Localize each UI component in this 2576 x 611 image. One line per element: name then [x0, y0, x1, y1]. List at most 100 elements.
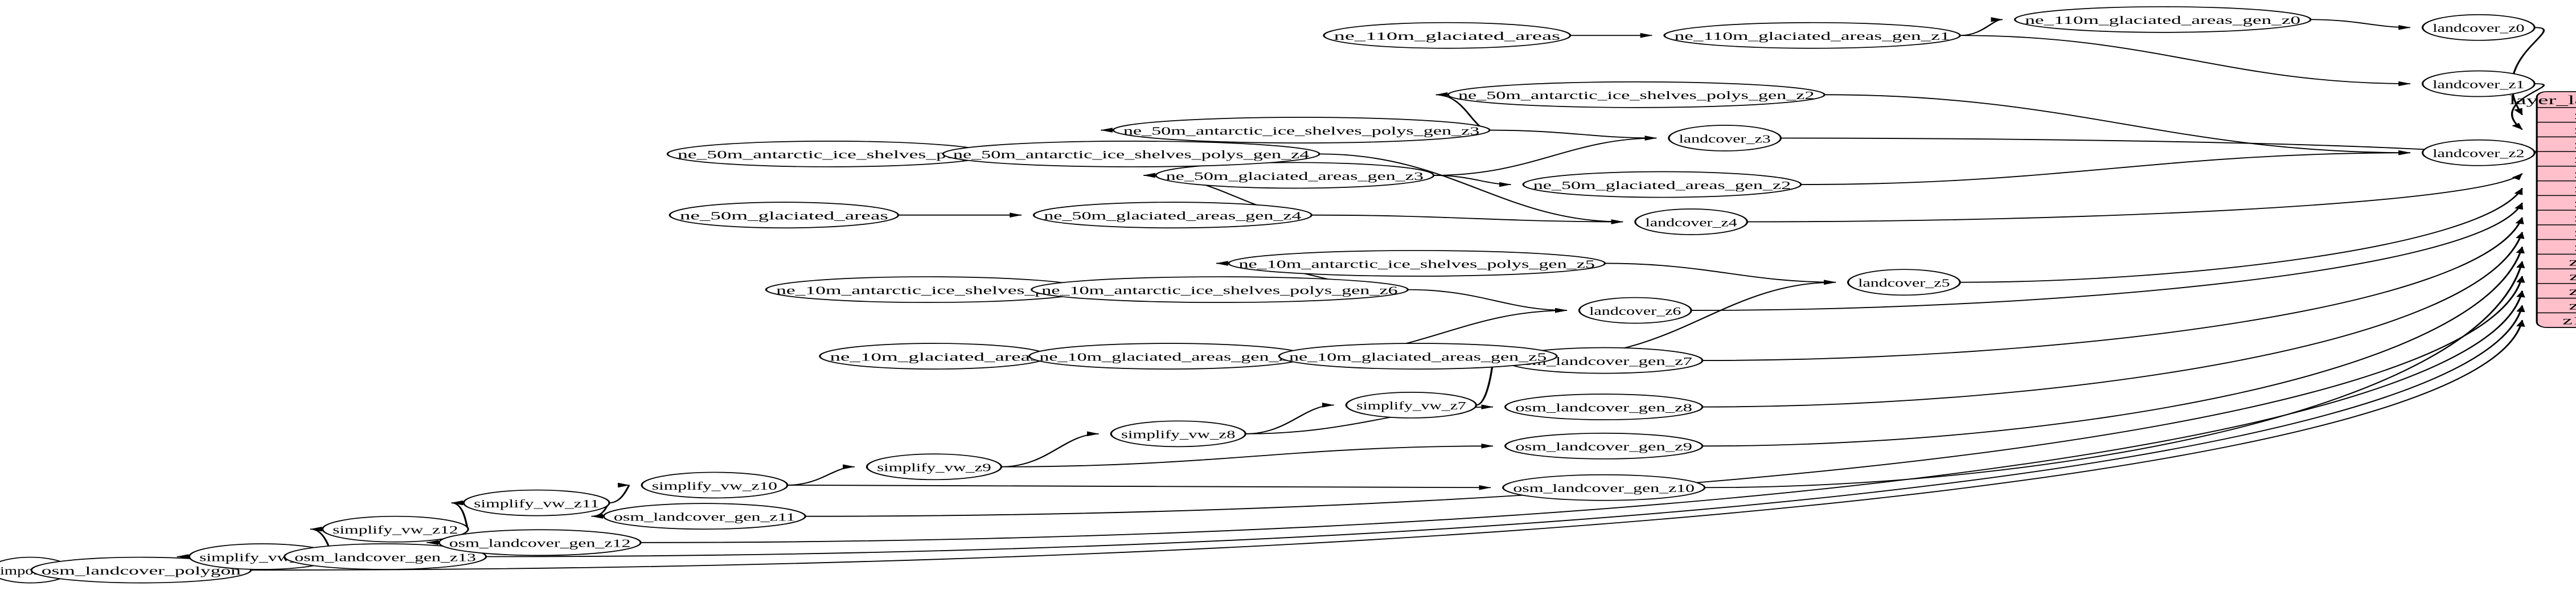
- graph-node-landcover_z6[interactable]: landcover_z6: [1578, 297, 1692, 324]
- graph-node-landcover_z1[interactable]: landcover_z1: [2421, 70, 2536, 97]
- graph-node-landcover_z2[interactable]: landcover_z2: [2421, 139, 2536, 166]
- node-shape: [1030, 276, 1409, 303]
- graph-node-osm_landcover_gen_z8[interactable]: osm_landcover_gen_z8: [1504, 393, 1704, 421]
- graph-node-simplify_vw_z12[interactable]: simplify_vw_z12: [321, 515, 469, 543]
- node-shape: [1228, 250, 1606, 277]
- graph-node-landcover_z3[interactable]: landcover_z3: [1668, 125, 1782, 151]
- legend-row-z4[interactable]: z4: [2574, 167, 2576, 181]
- graph-node-osm_landcover_gen_z9[interactable]: osm_landcover_gen_z9: [1504, 432, 1704, 460]
- graph-edge-ne_50m_antarctic_ice_shelves_polys_gen_z2--to--landcover_z2: [1824, 94, 2411, 155]
- graph-node-ne_50m_glaciated_areas[interactable]: ne_50m_glaciated_areas: [668, 202, 900, 229]
- node-label: ne_50m_antarctic_ice_shelves_polys_gen_z…: [953, 148, 1309, 161]
- graph-edge-ne_50m_glaciated_areas_gen_z4--to--landcover_z4: [1311, 214, 1624, 224]
- node-shape: [1663, 22, 1961, 49]
- graph-edge-ne_10m_antarctic_ice_shelves_polys_gen_z5--to--landcover_z5: [1605, 263, 1836, 285]
- legend-row-z7[interactable]: z7: [2574, 211, 2576, 224]
- node-shape: [668, 202, 900, 229]
- legend-row-z13[interactable]: z13: [2569, 299, 2576, 313]
- graph-node-ne_10m_antarctic_ice_shelves_polys_gen_z5[interactable]: ne_10m_antarctic_ice_shelves_polys_gen_z…: [1228, 250, 1606, 277]
- legend-row-z2[interactable]: z2: [2574, 137, 2576, 151]
- node-label: landcover_z1: [2433, 78, 2524, 91]
- graph-node-simplify_vw_z9[interactable]: simplify_vw_z9: [865, 453, 1003, 481]
- legend-row-z3[interactable]: z3: [2574, 152, 2576, 166]
- legend-row-z10[interactable]: z10: [2569, 255, 2576, 268]
- legend-row-z9[interactable]: z9: [2574, 240, 2576, 254]
- graph-node-ne_10m_antarctic_ice_shelves_polys[interactable]: ne_10m_antarctic_ice_shelves_polys: [765, 276, 1090, 303]
- legend-title: layer_landcover: [2509, 93, 2576, 107]
- graph-node-landcover_z4[interactable]: landcover_z4: [1634, 208, 1749, 235]
- graph-node-ne_10m_glaciated_areas_gen_z5[interactable]: ne_10m_glaciated_areas_gen_z5: [1278, 343, 1558, 370]
- node-label: ne_50m_antarctic_ice_shelves_polys_gen_z…: [1458, 89, 1814, 102]
- graph-node-ne_50m_glaciated_areas_gen_z2[interactable]: ne_50m_glaciated_areas_gen_z2: [1522, 171, 1802, 198]
- node-label: simplify_vw_z10: [652, 479, 777, 493]
- node-shape: [321, 515, 469, 543]
- graph-edge-ne_50m_antarctic_ice_shelves_polys_gen_z3--to--landcover_z3: [1490, 129, 1658, 141]
- legend-row-z6[interactable]: z6: [2574, 196, 2576, 210]
- legend-row-z11[interactable]: z11: [2569, 269, 2576, 283]
- legend-row-z14plus[interactable]: z14+: [2562, 313, 2576, 327]
- graph-node-ne_50m_glaciated_areas_gen_z3[interactable]: ne_50m_glaciated_areas_gen_z3: [1155, 162, 1435, 189]
- node-label: simplify_vw_z8: [1121, 428, 1236, 441]
- graph-edge-ne_110m_glaciated_areas_gen_z1--to--ne_110m_glaciated_areas_gen_z0: [1960, 17, 2003, 36]
- graph-edge-simplify_vw_z9--to--osm_landcover_gen_z9: [1001, 444, 1494, 468]
- graph-edge-landcover_z3--to--layer_landcover.z3: [1781, 137, 2523, 159]
- node-label: osm_landcover_gen_z10: [1513, 482, 1695, 495]
- graph-node-simplify_vw_z7[interactable]: simplify_vw_z7: [1345, 392, 1478, 419]
- node-shape: [942, 141, 1320, 167]
- node-shape: [2421, 14, 2536, 41]
- graph-node-osm_landcover_gen_z13[interactable]: osm_landcover_gen_z13: [284, 543, 487, 570]
- graph-node-osm_landcover_polygon[interactable]: osm_landcover_polygon: [30, 556, 252, 584]
- node-label: ne_50m_glaciated_areas_gen_z4: [1044, 209, 1301, 222]
- graph-node-ne_50m_antarctic_ice_shelves_polys_gen_z2[interactable]: ne_50m_antarctic_ice_shelves_polys_gen_z…: [1447, 81, 1826, 108]
- node-label: landcover_z3: [1679, 132, 1770, 145]
- graph-node-landcover_z5[interactable]: landcover_z5: [1847, 269, 1961, 296]
- node-label: landcover_z4: [1645, 216, 1737, 229]
- graph-node-simplify_vw_z10[interactable]: simplify_vw_z10: [641, 471, 789, 499]
- node-shape: [641, 471, 789, 499]
- graph-node-ne_10m_glaciated_areas[interactable]: ne_10m_glaciated_areas: [819, 343, 1049, 370]
- node-label: ne_110m_glaciated_areas_gen_z1: [1675, 30, 1950, 43]
- graph-edge-simplify_vw_z9--to--simplify_vw_z8: [1001, 431, 1100, 468]
- node-shape: [1278, 343, 1558, 370]
- graph-node-osm_landcover_gen_z10[interactable]: osm_landcover_gen_z10: [1502, 474, 1706, 501]
- legend-row-z12[interactable]: z12: [2569, 284, 2576, 298]
- graph-node-ne_50m_antarctic_ice_shelves_polys[interactable]: ne_50m_antarctic_ice_shelves_polys: [666, 141, 991, 167]
- graph-node-ne_50m_antarctic_ice_shelves_polys_gen_z4[interactable]: ne_50m_antarctic_ice_shelves_polys_gen_z…: [942, 141, 1320, 167]
- node-shape: [1110, 420, 1246, 448]
- legend-row-z8[interactable]: z8: [2574, 225, 2576, 239]
- graph-node-landcover_z0[interactable]: landcover_z0: [2421, 14, 2536, 41]
- graph-node-ne_110m_glaciated_areas_gen_z1[interactable]: ne_110m_glaciated_areas_gen_z1: [1663, 22, 1961, 49]
- node-shape: [2421, 70, 2536, 97]
- graph-node-osm_landcover_gen_z12[interactable]: osm_landcover_gen_z12: [438, 529, 642, 556]
- node-shape: [1447, 81, 1826, 108]
- node-label: ne_10m_antarctic_ice_shelves_polys_gen_z…: [1041, 284, 1397, 297]
- graph-node-ne_50m_glaciated_areas_gen_z4[interactable]: ne_50m_glaciated_areas_gen_z4: [1032, 202, 1312, 229]
- graph-edge-ne_110m_glaciated_areas_gen_z0--to--landcover_z0: [2310, 19, 2411, 30]
- legend-row-z0[interactable]: z0: [2574, 108, 2576, 122]
- node-shape: [1323, 22, 1572, 49]
- graph-edge-osm_landcover_polygon--to--layer_landcover.z14+: [251, 319, 2525, 571]
- graph-node-ne_50m_antarctic_ice_shelves_polys_gen_z3[interactable]: ne_50m_antarctic_ice_shelves_polys_gen_z…: [1112, 117, 1491, 143]
- graph-node-ne_110m_glaciated_areas[interactable]: ne_110m_glaciated_areas: [1323, 22, 1572, 49]
- graph-node-ne_110m_glaciated_areas_gen_z0[interactable]: ne_110m_glaciated_areas_gen_z0: [2013, 6, 2312, 33]
- node-shape: [1032, 202, 1312, 229]
- graph-node-osm_landcover_gen_z11[interactable]: osm_landcover_gen_z11: [602, 503, 806, 530]
- node-shape: [2013, 6, 2312, 33]
- legend-row-z5[interactable]: z5: [2574, 182, 2576, 195]
- graph-node-simplify_vw_z8[interactable]: simplify_vw_z8: [1110, 420, 1246, 448]
- graph-node-simplify_vw_z11[interactable]: simplify_vw_z11: [462, 489, 610, 516]
- legend-row-z1[interactable]: z1: [2574, 123, 2576, 137]
- node-shape: [1155, 162, 1435, 189]
- node-label: ne_50m_antarctic_ice_shelves_polys_gen_z…: [1123, 124, 1479, 137]
- graph-node-ne_10m_glaciated_areas_gen_z6[interactable]: ne_10m_glaciated_areas_gen_z6: [1028, 343, 1308, 370]
- node-label: simplify_vw_z11: [474, 497, 599, 510]
- node-shape: [865, 453, 1003, 481]
- node-label: ne_110m_glaciated_areas: [1334, 30, 1560, 43]
- node-shape: [1345, 392, 1478, 419]
- node-shape: [1522, 171, 1802, 198]
- nodes-layer: imposm3osm_landcover_polygonsimplify_vw_…: [0, 6, 2536, 584]
- node-label: ne_10m_glaciated_areas_gen_z6: [1039, 350, 1297, 363]
- node-label: landcover_z0: [2433, 22, 2524, 35]
- graph-node-ne_10m_antarctic_ice_shelves_polys_gen_z6[interactable]: ne_10m_antarctic_ice_shelves_polys_gen_z…: [1030, 276, 1409, 303]
